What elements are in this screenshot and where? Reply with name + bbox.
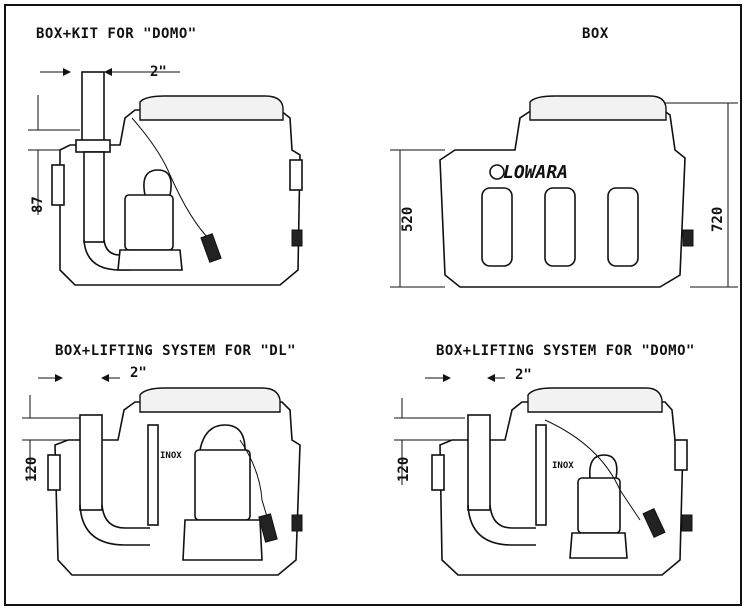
panel-box: BOX 520 720 LOWARA xyxy=(390,26,738,288)
panel-title: BOX+LIFTING SYSTEM FOR "DOMO" xyxy=(436,343,695,359)
height-dimension-left: 520 xyxy=(400,207,416,232)
brand-logo: LOWARA xyxy=(503,162,568,183)
material-label: INOX xyxy=(552,461,574,471)
panel-title: BOX xyxy=(582,26,609,42)
height-dimension: 120 xyxy=(396,457,412,482)
panel-title: BOX+LIFTING SYSTEM FOR "DL" xyxy=(55,343,296,359)
pipe-size-label: 2" xyxy=(150,64,167,80)
panel-lifting-domo: BOX+LIFTING SYSTEM FOR "DOMO" 2" 120 INO… xyxy=(394,343,695,576)
panel-box-kit-domo: BOX+KIT FOR "DOMO" 2" 87 xyxy=(28,26,303,286)
height-dimension-right: 720 xyxy=(710,207,726,232)
height-dimension: 87 xyxy=(30,196,46,213)
height-dimension: 120 xyxy=(24,457,40,482)
pipe-size-label: 2" xyxy=(515,367,532,383)
panel-lifting-dl: BOX+LIFTING SYSTEM FOR "DL" 2" 120 INOX xyxy=(22,343,303,576)
panel-title: BOX+KIT FOR "DOMO" xyxy=(36,26,197,42)
pipe-size-label: 2" xyxy=(130,365,147,381)
material-label: INOX xyxy=(160,451,182,461)
